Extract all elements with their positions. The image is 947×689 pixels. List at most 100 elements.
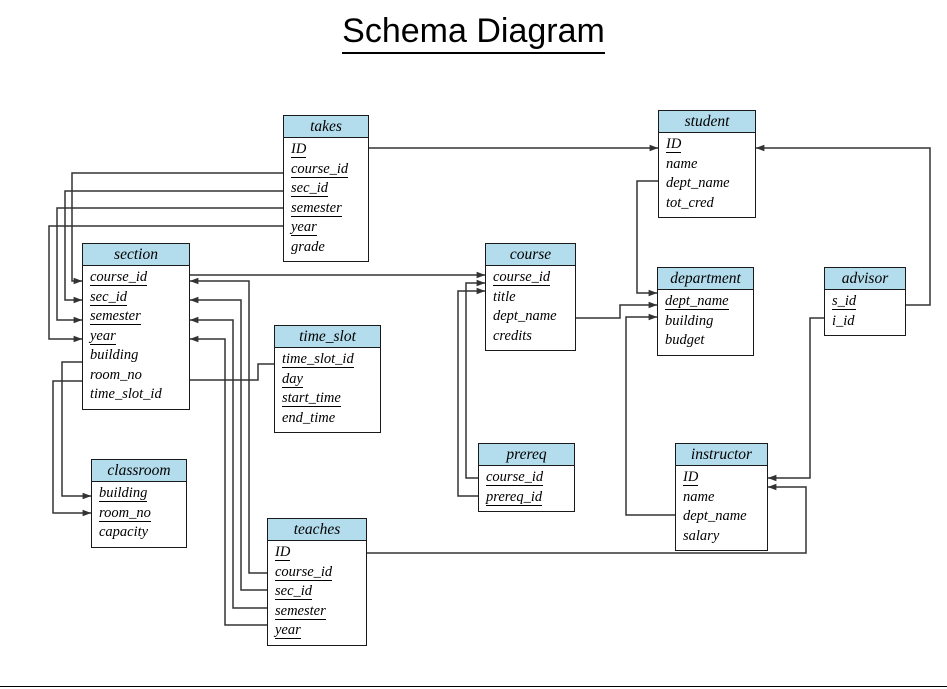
- entity-attributes-takes: ID course_id sec_id semester year grade: [284, 138, 368, 261]
- entity-prereq[interactable]: prereq course_id prereq_id: [478, 443, 575, 512]
- attribute-label: year: [275, 622, 301, 639]
- attribute-instructor-name: name: [683, 488, 767, 508]
- attribute-label: building: [665, 312, 714, 329]
- attribute-label: ID: [291, 141, 307, 158]
- attribute-label: semester: [291, 199, 342, 217]
- edge-teaches-year-section-year: [189, 335, 267, 626]
- attribute-label: day: [282, 370, 303, 388]
- attribute-section-semester: semester: [90, 307, 189, 327]
- attribute-time_slot-end_time: end_time: [282, 409, 380, 429]
- attribute-teaches-year: year: [275, 621, 366, 641]
- attribute-label: time_slot_id: [282, 351, 354, 368]
- attribute-label: start_time: [282, 390, 341, 407]
- entity-title-takes: takes: [284, 116, 368, 138]
- attribute-prereq-prereq_id: prereq_id: [486, 488, 574, 508]
- entity-attributes-student: ID name dept_name tot_cred: [659, 133, 755, 217]
- attribute-takes-grade: grade: [291, 238, 368, 258]
- attribute-label: prereq_id: [486, 488, 543, 506]
- entity-title-time_slot: time_slot: [275, 326, 380, 348]
- attribute-label: course_id: [486, 469, 544, 486]
- attribute-label: room_no: [90, 366, 142, 383]
- attribute-section-year: year: [90, 327, 189, 347]
- attribute-time_slot-start_time: start_time: [282, 389, 380, 409]
- attribute-label: ID: [275, 544, 291, 561]
- attribute-label: dept_name: [666, 175, 730, 191]
- attribute-label: dept_name: [493, 308, 557, 324]
- attribute-advisor-i_id: i_id: [832, 312, 905, 332]
- attribute-section-time_slot_id: time_slot_id: [90, 385, 189, 405]
- attribute-label: sec_id: [275, 583, 313, 600]
- attribute-classroom-capacity: capacity: [99, 523, 186, 543]
- attribute-time_slot-day: day: [282, 370, 380, 390]
- attribute-label: i_id: [832, 312, 855, 329]
- attribute-label: room_no: [99, 504, 151, 522]
- attribute-label: salary: [683, 527, 720, 544]
- edge-teaches-secid-section-secid: [189, 296, 267, 591]
- attribute-department-budget: budget: [665, 331, 753, 351]
- entity-title-prereq: prereq: [479, 444, 574, 466]
- attribute-course-dept_name: dept_name: [493, 307, 575, 327]
- attribute-takes-semester: semester: [291, 199, 368, 219]
- attribute-section-course_id: course_id: [90, 268, 189, 288]
- attribute-label: dept_name: [683, 508, 747, 524]
- entity-title-advisor: advisor: [825, 268, 905, 290]
- page-title: Schema Diagram: [0, 12, 947, 54]
- entity-advisor[interactable]: advisor s_id i_id: [824, 267, 906, 336]
- attribute-label: title: [493, 288, 516, 305]
- attribute-student-ID: ID: [666, 135, 755, 155]
- attribute-student-dept_name: dept_name: [666, 174, 755, 194]
- attribute-classroom-building: building: [99, 484, 186, 504]
- attribute-teaches-semester: semester: [275, 602, 366, 622]
- attribute-label: building: [90, 347, 139, 363]
- attribute-label: s_id: [832, 293, 857, 310]
- attribute-takes-course_id: course_id: [291, 160, 368, 180]
- attribute-section-room_no: room_no: [90, 366, 189, 386]
- entity-title-teaches: teaches: [268, 519, 366, 541]
- attribute-label: sec_id: [90, 288, 128, 306]
- attribute-label: name: [666, 155, 698, 172]
- attribute-course-credits: credits: [493, 327, 575, 347]
- attribute-label: name: [683, 488, 715, 505]
- attribute-label: course_id: [291, 160, 349, 178]
- attribute-course-course_id: course_id: [493, 268, 575, 288]
- attribute-label: grade: [291, 238, 325, 255]
- attribute-teaches-sec_id: sec_id: [275, 582, 366, 602]
- attribute-prereq-course_id: course_id: [486, 468, 574, 488]
- attribute-label: credits: [493, 327, 532, 344]
- attribute-label: course_id: [493, 269, 551, 286]
- attribute-section-sec_id: sec_id: [90, 288, 189, 308]
- attribute-label: ID: [666, 136, 682, 153]
- attribute-department-building: building: [665, 312, 753, 332]
- attribute-label: year: [291, 219, 317, 236]
- attribute-section-building: building: [90, 346, 189, 366]
- attribute-teaches-course_id: course_id: [275, 563, 366, 583]
- attribute-instructor-salary: salary: [683, 527, 767, 547]
- entity-title-section: section: [83, 244, 189, 266]
- attribute-label: capacity: [99, 524, 149, 540]
- attribute-label: ID: [683, 469, 699, 486]
- attribute-label: year: [90, 327, 116, 345]
- attribute-advisor-s_id: s_id: [832, 292, 905, 312]
- entity-attributes-prereq: course_id prereq_id: [479, 466, 574, 511]
- attribute-instructor-ID: ID: [683, 468, 767, 488]
- edge-teaches-courseid-section-courseid: [189, 277, 267, 574]
- attribute-teaches-ID: ID: [275, 543, 366, 563]
- attribute-label: semester: [275, 602, 326, 620]
- attribute-label: sec_id: [291, 180, 329, 197]
- attribute-time_slot-time_slot_id: time_slot_id: [282, 350, 380, 370]
- attribute-student-tot_cred: tot_cred: [666, 194, 755, 214]
- edge-teaches-semester-section-semester: [189, 316, 267, 609]
- attribute-label: tot_cred: [666, 194, 714, 211]
